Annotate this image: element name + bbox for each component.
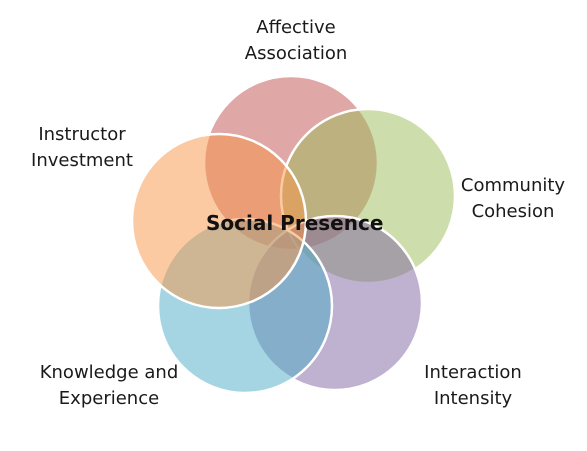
- circle-instructor-investment: [130, 132, 308, 310]
- label-knowledge-and-experience: Knowledge and Experience: [39, 362, 179, 409]
- center-label: Social Presence: [206, 211, 384, 235]
- label-community-cohesion: Community Cohesion: [460, 175, 566, 222]
- label-instructor-investment: Instructor Investment: [31, 124, 133, 171]
- label-interaction-intensity: Interaction Intensity: [424, 362, 522, 409]
- label-affective-association: Affective Association: [244, 17, 348, 64]
